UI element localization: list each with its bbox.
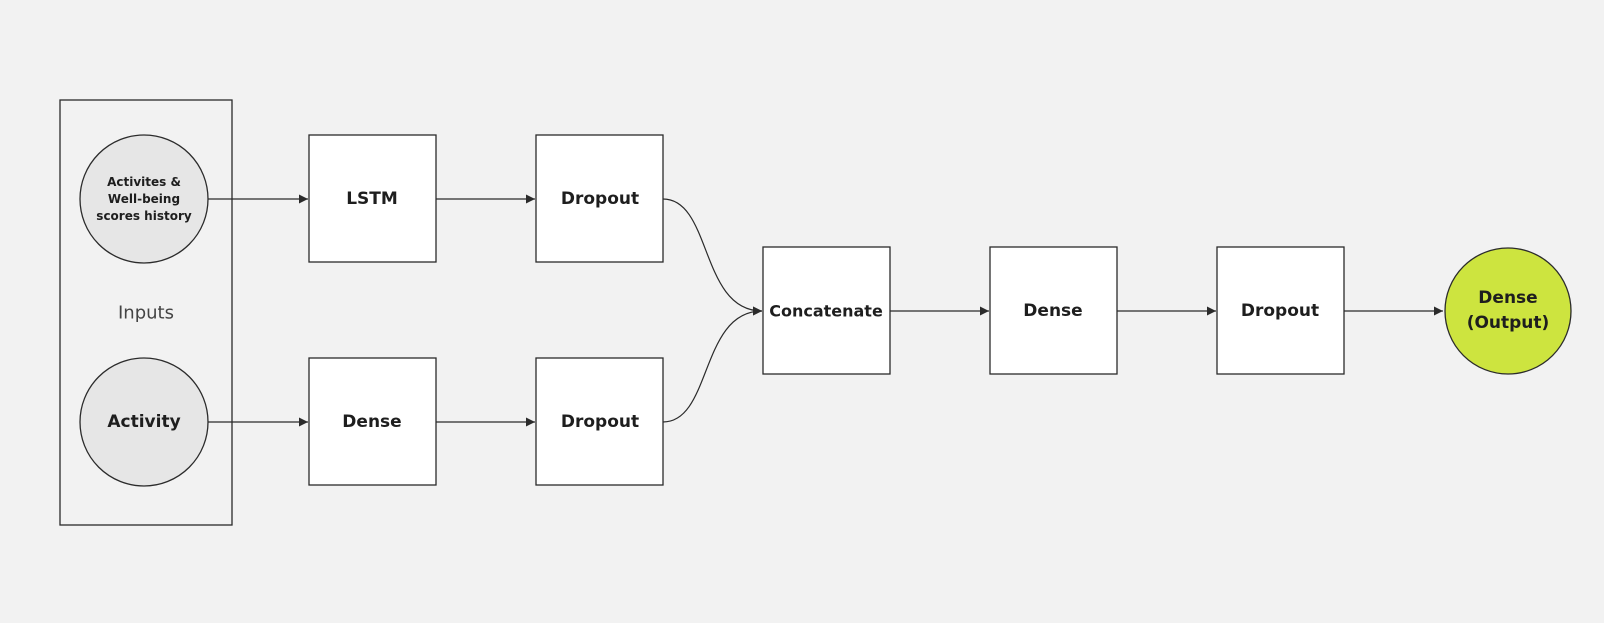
dropout-final-box (1216, 246, 1345, 375)
concatenate-label: Concatenate (769, 302, 883, 321)
dense-mid-label: Dense (1023, 301, 1082, 321)
dense-mid-node: Dense (989, 246, 1118, 375)
lstm-node: LSTM (308, 134, 437, 263)
dropout-bottom-label: Dropout (561, 412, 639, 432)
lstm-box (308, 134, 437, 263)
dropout-bottom-box (535, 357, 664, 486)
edges (208, 194, 1443, 427)
inputs-group-frame (59, 99, 233, 526)
dense-bottom-node: Dense (308, 357, 437, 486)
dense-mid-box (989, 246, 1118, 375)
input-history-line-3: scores history (96, 209, 192, 223)
input-activity-node: Activity (79, 357, 209, 487)
dropout-final-node: Dropout (1216, 246, 1345, 375)
concatenate-box (762, 246, 891, 375)
edge-dropout-top-to-concatenate (662, 198, 763, 316)
inputs-group-label: Inputs (118, 303, 174, 324)
dropout-final-label: Dropout (1241, 301, 1319, 321)
input-activity-label: Activity (107, 412, 180, 432)
lstm-label: LSTM (346, 189, 398, 209)
concatenate-node: Concatenate (762, 246, 891, 375)
output-circle (1444, 247, 1572, 375)
dropout-top-node: Dropout (535, 134, 664, 263)
edge-dropout-bottom-to-concatenate (662, 306, 763, 423)
inputs-group: Inputs (59, 99, 233, 526)
input-history-node: Activites & Well-being scores history (79, 134, 209, 264)
input-history-line-2: Well-being (108, 192, 180, 206)
input-history-circle (79, 134, 209, 264)
input-history-line-1: Activites & (107, 175, 181, 189)
output-line-1: Dense (1478, 288, 1537, 308)
input-activity-circle (79, 357, 209, 487)
output-node: Dense (Output) (1444, 247, 1572, 375)
output-line-2: (Output) (1467, 313, 1550, 333)
dense-bottom-box (308, 357, 437, 486)
dense-bottom-label: Dense (342, 412, 401, 432)
dropout-top-box (535, 134, 664, 263)
dropout-top-label: Dropout (561, 189, 639, 209)
dropout-bottom-node: Dropout (535, 357, 664, 486)
